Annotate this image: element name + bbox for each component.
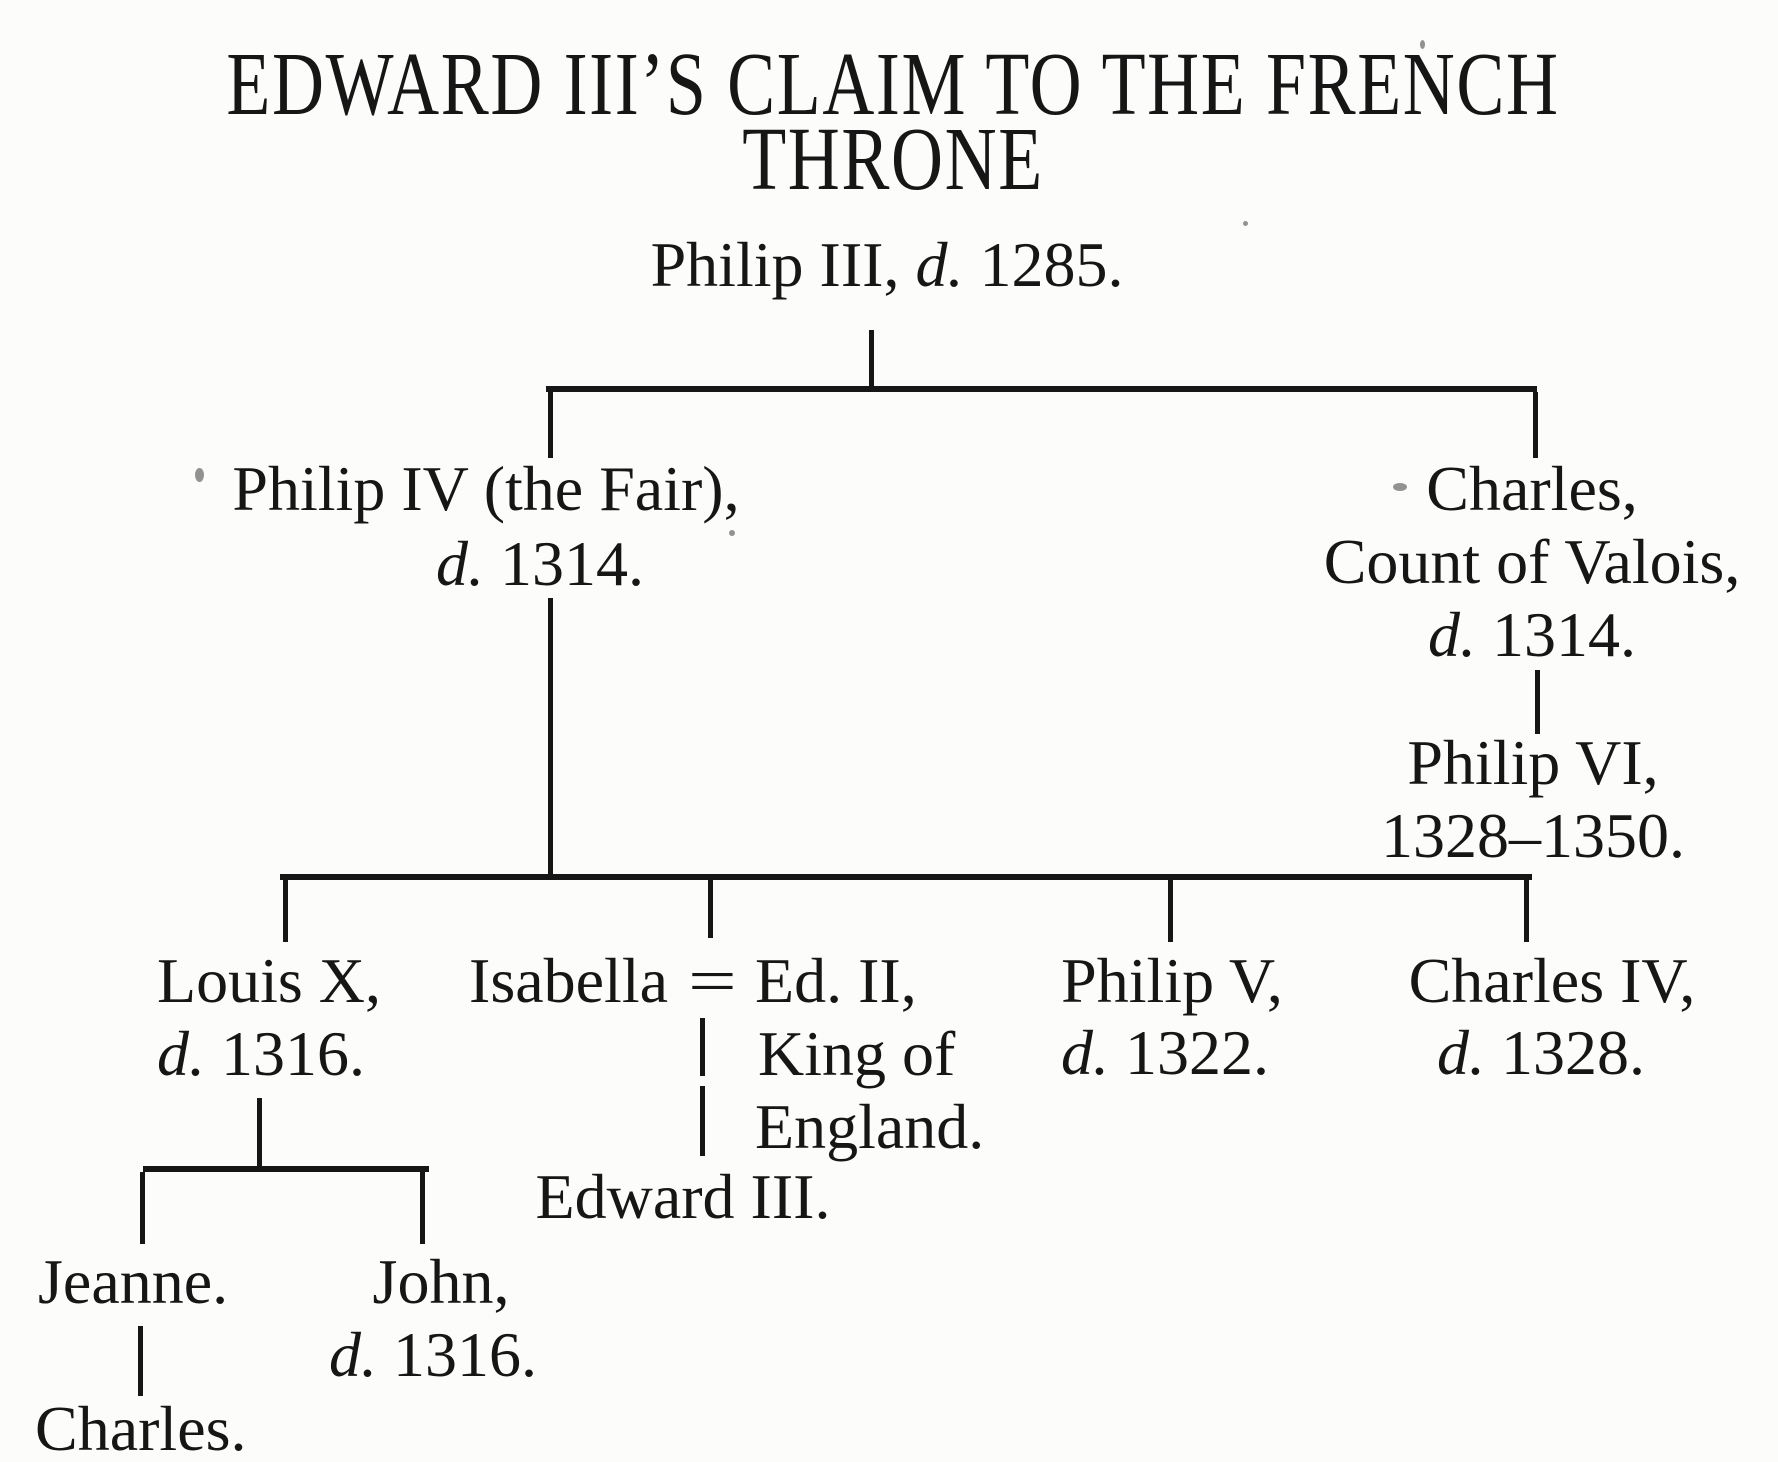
connector-philip-iv-descent (548, 598, 553, 876)
node-edward-ii-title2: England. (755, 1091, 985, 1162)
died-label: d. (436, 528, 484, 599)
connector-charles-valois-tick (1533, 392, 1538, 458)
connector-jeanne-tick (140, 1172, 145, 1244)
connector-isabella-tick (708, 880, 713, 938)
node-john-name: John, (372, 1246, 510, 1317)
node-philip-vi-reign: 1328–1350. (1381, 800, 1685, 871)
node-philip-v-death: d. 1322. (1061, 1016, 1269, 1089)
connector-edward-iii-stem-lower (700, 1086, 705, 1156)
died-year: 1314. (1492, 599, 1636, 670)
node-charles-valois-title: Count of Valois, (1323, 526, 1741, 597)
scan-speck (1243, 221, 1248, 226)
node-charles-valois-name: Charles, (1426, 453, 1638, 524)
died-year: 1316. (393, 1319, 537, 1390)
node-philip-v-name: Philip V, (1061, 945, 1283, 1016)
connector-jeanne-descent (138, 1326, 143, 1396)
connector-philip-iii-stem (869, 330, 874, 388)
connector-edward-iii-stem-upper (700, 1018, 705, 1076)
died-year: 1285. (979, 229, 1124, 300)
connector-louis-x-descent (257, 1098, 262, 1168)
died-label: d. (1061, 1017, 1109, 1088)
node-edward-iii-name: Edward III. (535, 1161, 831, 1232)
scan-speck (1393, 483, 1407, 491)
page-title-line-1: EDWARD III’S CLAIM TO THE FRENCH (226, 35, 1560, 134)
node-philip-iv-death: d. 1314. (436, 527, 644, 600)
node-charles-son-name: Charles. (35, 1393, 247, 1462)
died-year: 1322. (1125, 1017, 1269, 1088)
died-label: d. (157, 1018, 205, 1089)
connector-philip-iv-tick (548, 392, 553, 458)
connector-philip-vi-stem (1535, 670, 1540, 734)
died-year: 1314. (500, 528, 644, 599)
connector-philip-v-tick (1168, 880, 1173, 942)
connector-john-tick (420, 1172, 425, 1244)
node-edward-ii-name: Ed. II, (755, 945, 917, 1016)
node-philip-iii-name: Philip III, (650, 229, 900, 300)
scan-speck (1420, 40, 1425, 49)
node-philip-iv-name: Philip IV (the Fair), (232, 453, 740, 524)
node-charles-iv-name: Charles IV, (1408, 945, 1696, 1016)
scan-speck (729, 530, 735, 536)
connector-gen2-sibling-line (546, 386, 1537, 392)
node-isabella-name: Isabella (469, 945, 668, 1016)
node-charles-valois-death: d. 1314. (1428, 598, 1636, 671)
marriage-equals-icon: = (688, 945, 737, 1016)
connector-charles-iv-tick (1524, 880, 1529, 942)
node-john-death: d. 1316. (329, 1318, 537, 1391)
page-title-line-2: THRONE (742, 110, 1044, 209)
node-louis-x-death: d. 1316. (157, 1017, 365, 1090)
died-label: d. (1428, 599, 1476, 670)
connector-louis-x-tick (283, 880, 288, 942)
node-philip-vi-name: Philip VI, (1407, 727, 1659, 798)
died-label: d. (915, 229, 964, 300)
connector-louis-children-line (143, 1166, 429, 1172)
node-charles-iv-death: d. 1328. (1437, 1016, 1645, 1089)
connector-gen3-sibling-line (280, 874, 1532, 880)
died-label: d. (1437, 1017, 1485, 1088)
node-philip-iii: Philip III, d. 1285. (651, 228, 1124, 301)
scan-speck (195, 468, 204, 482)
node-edward-ii-title1: King of (758, 1018, 956, 1089)
node-jeanne-name: Jeanne. (38, 1246, 229, 1317)
died-year: 1328. (1501, 1017, 1645, 1088)
died-year: 1316. (221, 1018, 365, 1089)
node-louis-x-name: Louis X, (157, 945, 381, 1016)
died-label: d. (329, 1319, 377, 1390)
